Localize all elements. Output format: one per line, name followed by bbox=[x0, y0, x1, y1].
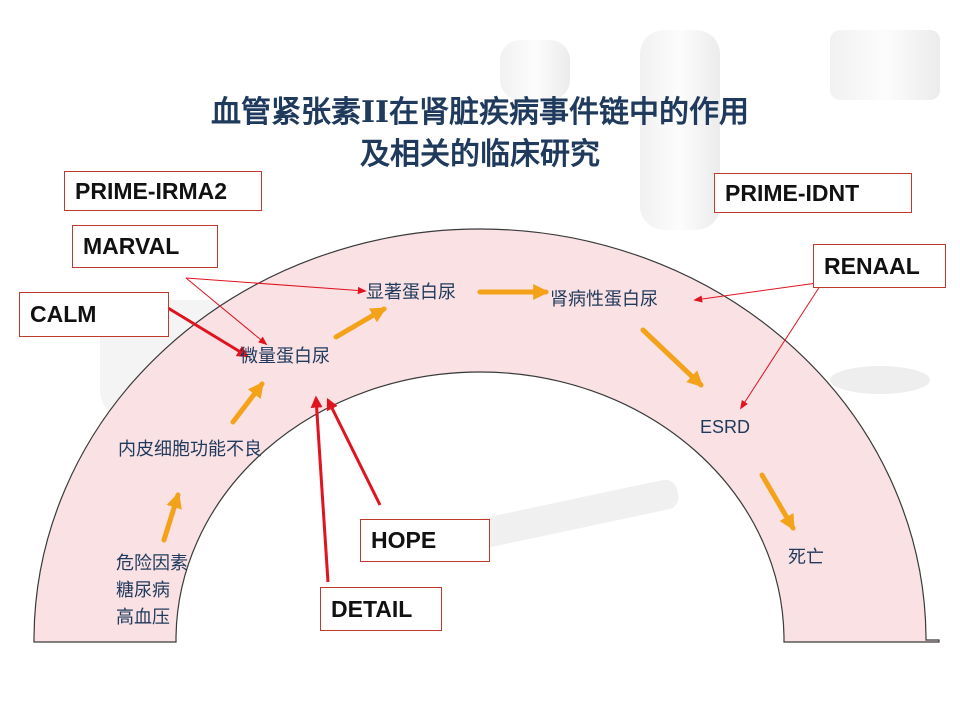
slide-title: 血管紧张素II在肾脏疾病事件链中的作用 及相关的临床研究 bbox=[0, 92, 960, 176]
trial-hope: HOPE bbox=[360, 519, 490, 562]
trial-detail: DETAIL bbox=[320, 587, 442, 631]
arrow-renaal-to-nephropathy bbox=[693, 282, 818, 303]
trial-arrows bbox=[167, 277, 823, 583]
title-line-1: 血管紧张素II在肾脏疾病事件链中的作用 bbox=[210, 95, 750, 130]
arrow-marval-to-micro bbox=[185, 277, 268, 346]
arrow-renaal-to-esrd bbox=[740, 282, 823, 410]
arrow-endothelial-to-micro bbox=[230, 381, 265, 425]
risk-label: 危险因素 bbox=[116, 553, 188, 574]
title-line-2: 及相关的临床研究 bbox=[360, 137, 600, 172]
node-death: 死亡 bbox=[788, 547, 824, 568]
node-macroalbuminuria: 显著蛋白尿 bbox=[366, 282, 456, 303]
arrow-risk-to-endothelial bbox=[161, 491, 182, 543]
arrow-micro-to-macro bbox=[333, 306, 387, 340]
arrow-detail-to-micro bbox=[310, 395, 330, 583]
hypertension-label: 高血压 bbox=[116, 607, 170, 628]
trial-renaal: RENAAL bbox=[813, 244, 946, 288]
diabetes-label: 糖尿病 bbox=[116, 580, 170, 601]
node-risk-factors: 危险因素 糖尿病 高血压 bbox=[116, 550, 188, 631]
node-endothelial-dysfunction: 内皮细胞功能不良 bbox=[118, 439, 262, 460]
node-nephrotic-proteinuria: 肾病性蛋白尿 bbox=[550, 289, 658, 310]
node-esrd: ESRD bbox=[700, 417, 751, 437]
arrow-marval-to-macro bbox=[185, 277, 367, 295]
arrow-hope-to-micro bbox=[326, 397, 382, 506]
trial-marval: MARVAL bbox=[72, 225, 218, 268]
trial-prime-irma2: PRIME-IRMA2 bbox=[64, 171, 262, 211]
arrow-nephropathy-to-esrd bbox=[640, 327, 704, 388]
trial-prime-idnt: PRIME-IDNT bbox=[714, 173, 912, 213]
arrow-esrd-to-death bbox=[759, 472, 796, 531]
node-microalbuminuria: 微量蛋白尿 bbox=[240, 346, 330, 367]
progress-arrows bbox=[161, 283, 796, 543]
arrow-calm-to-micro bbox=[167, 306, 250, 358]
trial-calm: CALM bbox=[19, 292, 169, 337]
